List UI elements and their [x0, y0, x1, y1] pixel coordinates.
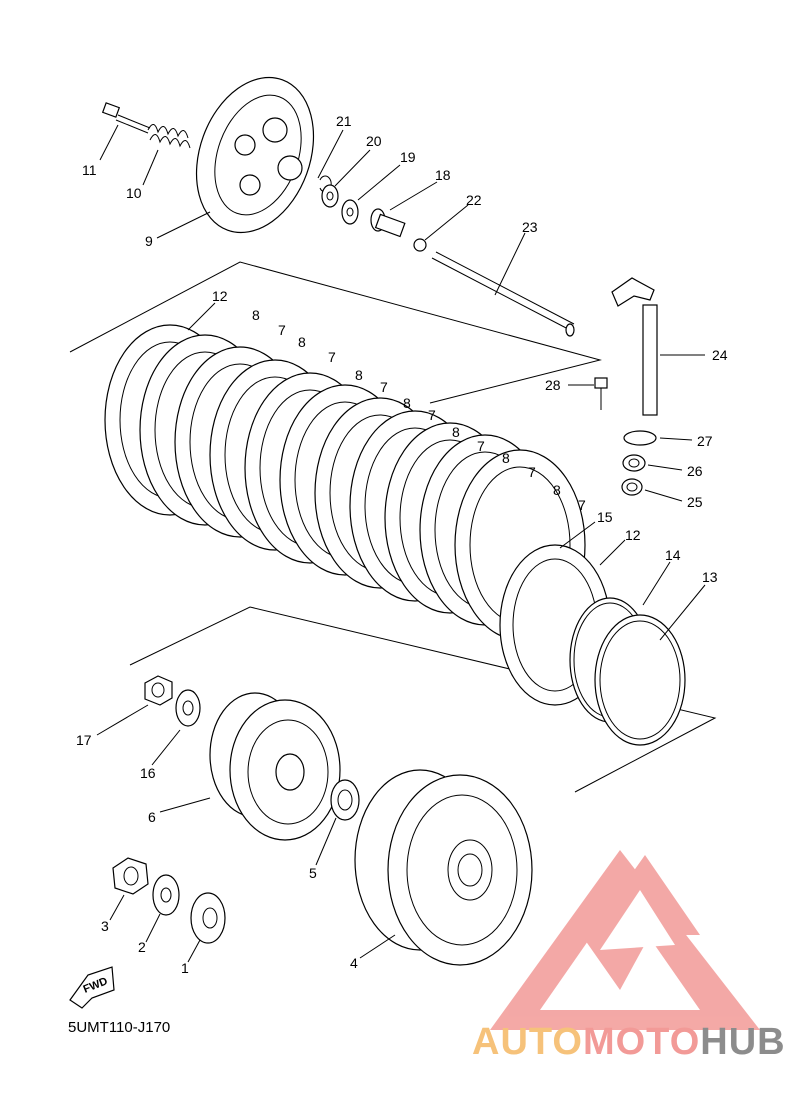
- label-28: 28: [545, 377, 561, 393]
- label-19: 19: [400, 149, 416, 165]
- label-10: 10: [126, 185, 142, 201]
- watermark-part-auto: AUTO: [472, 1021, 583, 1063]
- label-5: 5: [309, 865, 317, 881]
- label-3: 3: [101, 918, 109, 934]
- label-22: 22: [466, 192, 482, 208]
- clutch-housing-part: [354, 769, 533, 966]
- clutch-plate-stack: [104, 324, 611, 706]
- diagram-code: 5UMT110-J170: [68, 1019, 170, 1036]
- nut-and-lock-washer: [144, 675, 201, 727]
- label-14: 14: [665, 547, 681, 563]
- label-8-c: 8: [355, 367, 363, 383]
- label-8-d: 8: [403, 395, 411, 411]
- pressure-plate-part: [195, 76, 315, 234]
- label-12-bottom: 12: [625, 527, 641, 543]
- label-24: 24: [712, 347, 728, 363]
- leader-lines: [96, 124, 706, 963]
- fwd-arrow-icon: FWD: [69, 966, 115, 1009]
- label-8-f: 8: [502, 450, 510, 466]
- bolt-and-spring-parts: [101, 102, 191, 149]
- clutch-rings: [569, 597, 686, 746]
- push-rod-small-parts: [319, 175, 427, 252]
- label-26: 26: [687, 463, 703, 479]
- label-25: 25: [687, 494, 703, 510]
- label-27: 27: [697, 433, 713, 449]
- label-8-a: 8: [252, 307, 260, 323]
- label-20: 20: [366, 133, 382, 149]
- label-11: 11: [82, 162, 97, 178]
- label-8-e: 8: [452, 424, 460, 440]
- label-6: 6: [148, 809, 156, 825]
- label-8-g: 8: [553, 482, 561, 498]
- label-7-a: 7: [278, 322, 286, 338]
- watermark-logo: [490, 850, 760, 1030]
- label-7-f: 7: [528, 464, 536, 480]
- label-21: 21: [336, 113, 352, 129]
- clutch-boss-part: [209, 692, 341, 841]
- label-7-c: 7: [380, 379, 388, 395]
- part-labels: 11 10 9 21 20 19 18 22 23 24 28 27 26 25…: [76, 113, 728, 976]
- watermark-part-moto: MOTO: [583, 1021, 700, 1063]
- label-7-d: 7: [428, 407, 436, 423]
- label-8-b: 8: [298, 334, 306, 350]
- watermark-text: AUTOMOTOHUB: [472, 1021, 786, 1063]
- label-16: 16: [140, 765, 156, 781]
- label-7-g: 7: [578, 497, 586, 513]
- label-2: 2: [138, 939, 146, 955]
- label-15: 15: [597, 509, 613, 525]
- label-13: 13: [702, 569, 718, 585]
- watermark-part-hub: HUB: [700, 1021, 785, 1063]
- label-9: 9: [145, 233, 153, 249]
- label-1: 1: [181, 960, 189, 976]
- label-17: 17: [76, 732, 92, 748]
- plate-stack-outline: [69, 261, 717, 793]
- thrust-washer-part: [330, 779, 360, 821]
- push-lever-shaft-part: [594, 277, 658, 496]
- push-rod-part: [431, 251, 575, 337]
- label-7-b: 7: [328, 349, 336, 365]
- label-12-top: 12: [212, 288, 228, 304]
- label-23: 23: [522, 219, 538, 235]
- primary-drive-parts: [112, 857, 226, 944]
- label-7-e: 7: [477, 438, 485, 454]
- label-4: 4: [350, 955, 358, 971]
- label-18: 18: [435, 167, 451, 183]
